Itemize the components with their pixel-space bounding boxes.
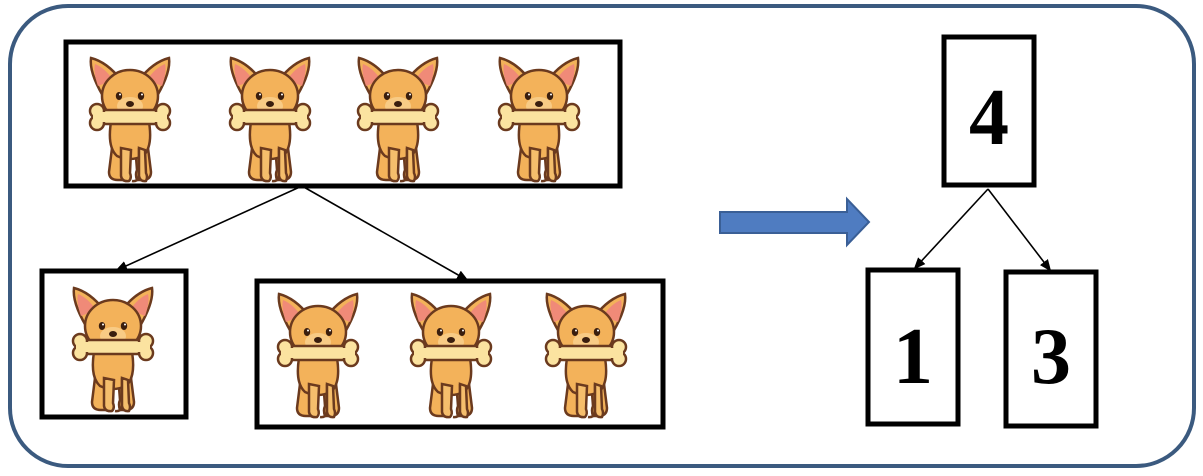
connector-line-right [301,185,469,281]
part-right-number: 3 [1031,313,1071,401]
whole-number: 4 [969,74,1009,162]
connector-line-left [115,185,303,271]
whole-number-box [941,34,1037,188]
right-arrow-icon [719,196,871,248]
part-left-number: 1 [893,313,933,401]
whole-dog-group [63,39,623,189]
connector-line-number-left [913,188,989,270]
part-left-number-box [865,267,961,427]
part-right-dog-group [254,278,666,430]
connector-line-number-right [987,188,1052,272]
part-left-dog-group [39,268,189,420]
part-right-number-box [1003,269,1099,429]
